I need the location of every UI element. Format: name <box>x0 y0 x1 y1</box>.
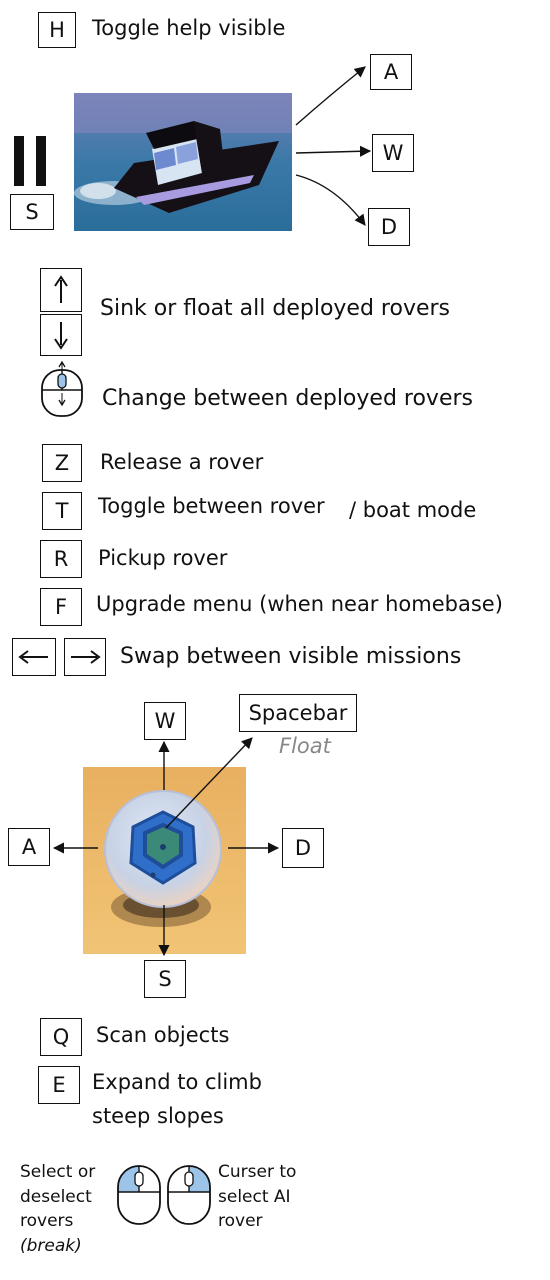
scan-objects-label: Scan objects <box>96 1023 230 1047</box>
rover-image <box>83 767 246 954</box>
pickup-rover-label: Pickup rover <box>98 546 228 570</box>
toggle-mode-label-a: Toggle between rover <box>98 494 325 518</box>
arrow-left-icon <box>18 650 48 664</box>
key-spacebar: Spacebar <box>239 694 357 732</box>
float-caption: Float <box>279 734 331 758</box>
key-rover-d: D <box>282 828 324 868</box>
mouse-left-line-1: Select or <box>20 1162 96 1182</box>
key-rover-a: A <box>8 828 50 866</box>
key-boat-d: D <box>368 208 410 246</box>
help-label: Toggle help visible <box>92 16 286 40</box>
key-t: T <box>42 492 82 530</box>
key-arrow-left <box>12 638 56 676</box>
mouse-left-text: Select or deselect rovers (break) <box>20 1160 120 1259</box>
mouse-right-click-icon <box>167 1165 211 1225</box>
mouse-left-line-3: rovers <box>20 1211 74 1232</box>
arrow-right-icon <box>71 650 101 664</box>
arrow-down-icon <box>54 322 68 350</box>
key-boat-w: W <box>372 134 414 172</box>
boat-arrows <box>295 66 372 226</box>
change-rover-label: Change between deployed rovers <box>102 386 473 411</box>
mouse-right-line-1: Curser to <box>218 1162 297 1182</box>
key-arrow-down <box>40 314 82 356</box>
boat-image <box>74 93 292 231</box>
key-q: Q <box>40 1018 82 1056</box>
expand-label-a: Expand to climb <box>92 1070 262 1094</box>
expand-label-b: steep slopes <box>92 1104 224 1128</box>
key-z: Z <box>42 444 82 482</box>
release-rover-label: Release a rover <box>100 450 264 474</box>
key-boat-a: A <box>370 54 412 90</box>
key-rover-s: S <box>144 960 186 998</box>
key-boat-s: S <box>10 194 54 230</box>
mouse-scroll-icon <box>41 360 83 417</box>
mouse-left-line-2: deselect <box>20 1186 92 1207</box>
key-r: R <box>40 540 82 578</box>
rover-arrows <box>52 737 280 957</box>
key-arrow-up <box>40 268 82 312</box>
key-e: E <box>38 1066 80 1104</box>
upgrade-menu-label: Upgrade menu (when near homebase) <box>96 592 503 616</box>
missions-label: Swap between visible missions <box>120 644 462 669</box>
mouse-right-text: Curser to select AI rover <box>218 1160 328 1234</box>
toggle-mode-label-b: / boat mode <box>349 498 477 522</box>
mouse-right-line-2: select AI <box>218 1186 291 1207</box>
pause-icon <box>14 136 48 186</box>
sink-float-label: Sink or float all deployed rovers <box>100 296 451 321</box>
key-rover-w: W <box>144 702 186 740</box>
key-h: H <box>38 12 76 48</box>
key-arrow-right <box>64 638 106 676</box>
mouse-left-line-4: (break) <box>20 1235 82 1256</box>
mouse-left-click-icon <box>117 1165 161 1225</box>
mouse-right-line-3: rover <box>218 1211 263 1232</box>
arrow-up-icon <box>54 275 68 303</box>
key-f: F <box>40 588 82 626</box>
